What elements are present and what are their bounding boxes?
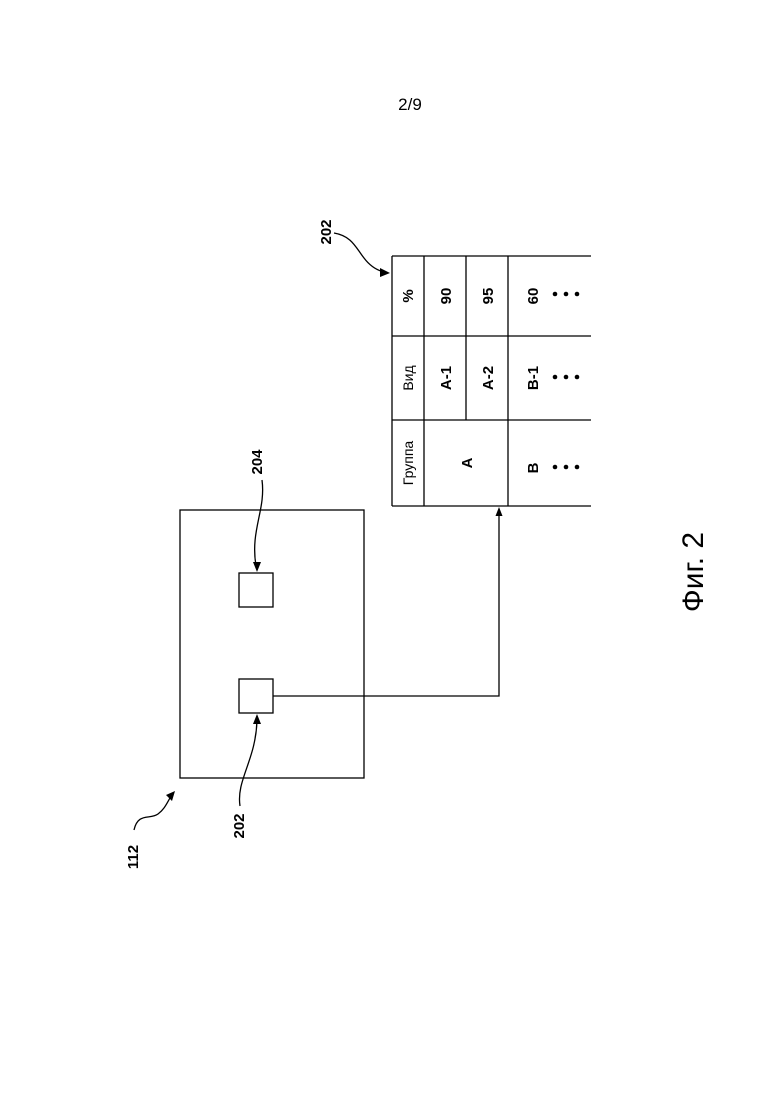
cell-percent: 95 (480, 288, 497, 305)
leader-204 (255, 480, 263, 566)
leader-202-device-arrowhead (253, 714, 261, 724)
page-number: 2/9 (398, 95, 422, 114)
continuation-ellipsis-kind (553, 375, 580, 380)
element-box-202 (239, 679, 273, 713)
header-group: Группа (400, 441, 416, 486)
leader-202-table (334, 233, 384, 272)
leader-112-arrowhead (166, 791, 175, 801)
element-box-204 (239, 573, 273, 607)
device-outline (180, 510, 364, 778)
ref-label-202-device: 202 (231, 813, 248, 838)
leader-204-arrowhead (253, 562, 261, 572)
connector-arrowhead (496, 507, 503, 516)
connector-line (273, 513, 499, 696)
cell-group: A (459, 457, 476, 468)
header-percent: % (400, 289, 417, 302)
cell-percent: 60 (525, 288, 542, 305)
cell-kind: A-2 (480, 366, 497, 390)
header-kind: Вид (400, 365, 416, 390)
cell-kind: A-1 (438, 366, 455, 390)
continuation-ellipsis-percent (553, 292, 580, 297)
figure-caption: Фиг. 2 (677, 532, 710, 612)
ref-label-112: 112 (125, 845, 142, 869)
cell-kind: B-1 (525, 366, 542, 390)
cell-percent: 90 (438, 288, 455, 305)
ref-label-204: 204 (249, 449, 266, 475)
leader-202-table-arrowhead (380, 268, 390, 277)
leader-202-device (239, 720, 257, 806)
cell-group: B (525, 462, 542, 473)
leader-112 (134, 795, 172, 830)
continuation-ellipsis-group (553, 465, 580, 470)
data-table: % Вид Группа 90 A-1 95 A-2 A 60 B-1 B (392, 256, 591, 506)
ref-label-202-table: 202 (318, 219, 335, 244)
